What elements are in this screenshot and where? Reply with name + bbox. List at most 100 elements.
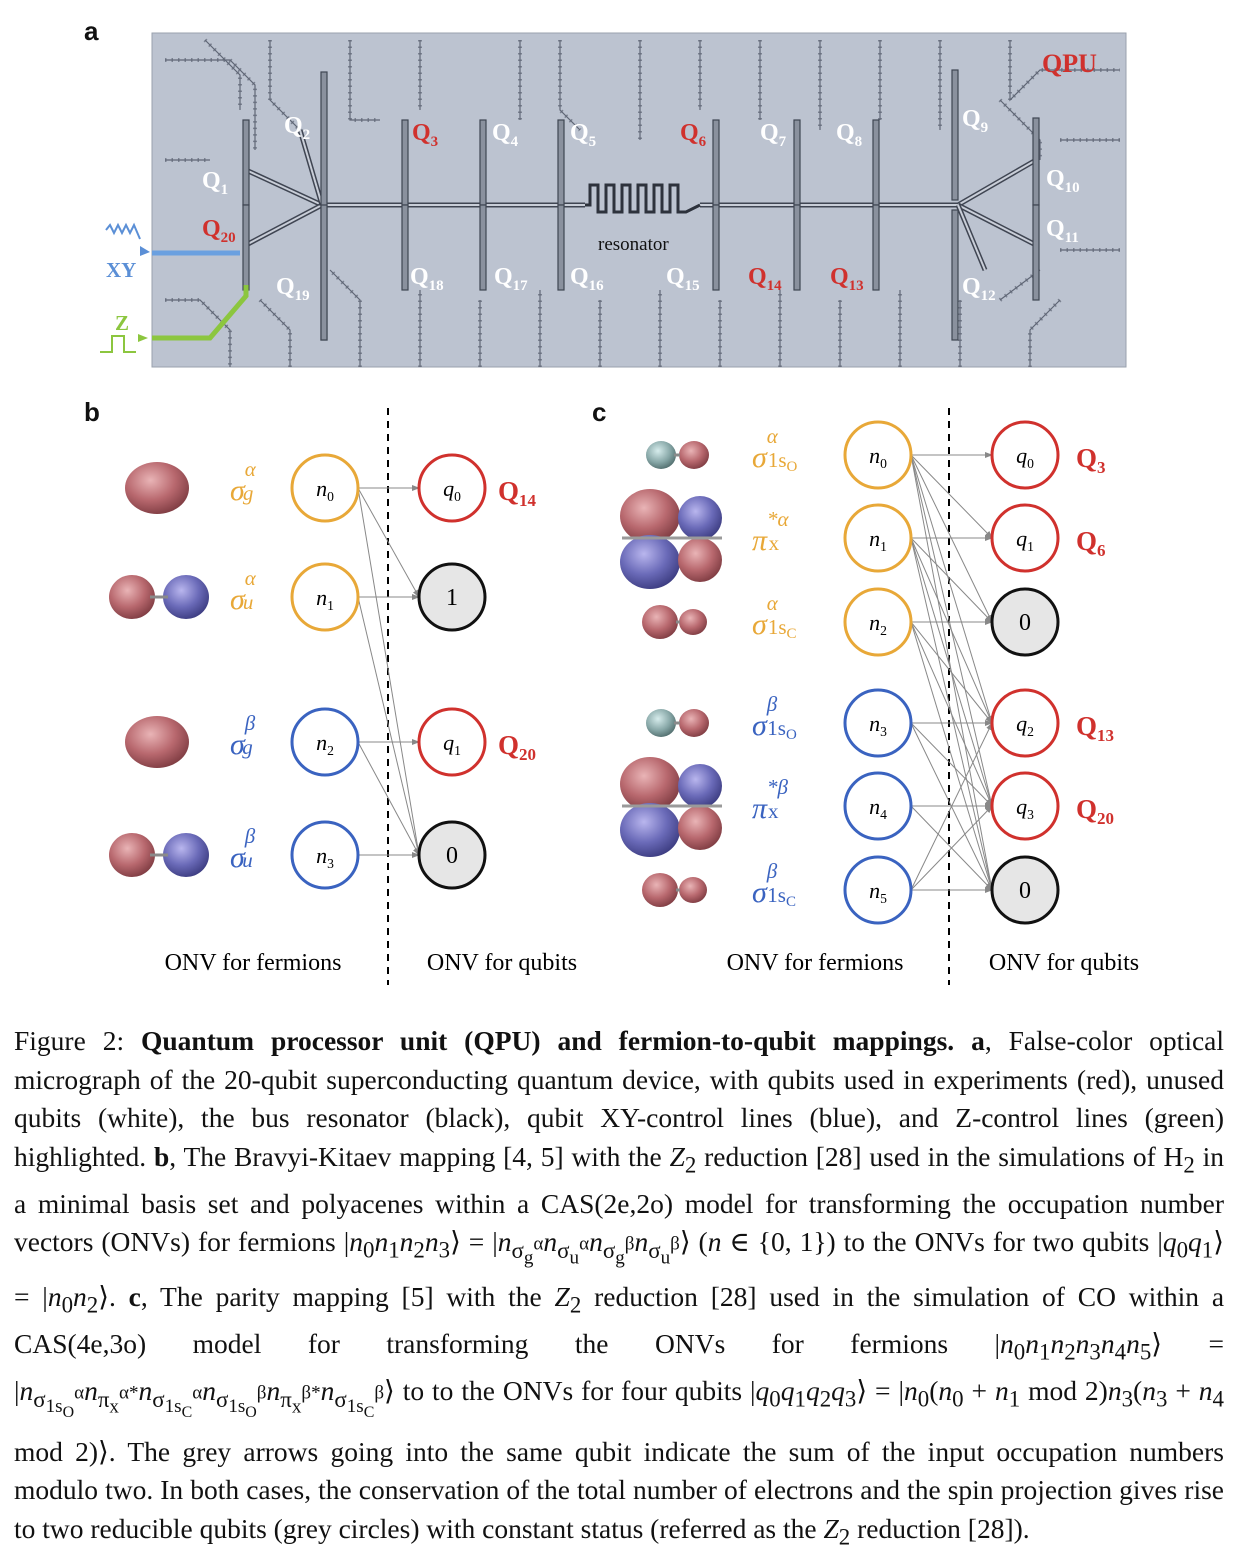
qubit-node-3 — [990, 688, 1060, 758]
chip-qubit-4: Q20 — [1076, 794, 1114, 828]
qubit-label-q19: Q19 — [276, 274, 310, 304]
reduced-qubit-label-5: 0 — [1019, 878, 1031, 904]
qubit-label-q13: Q13 — [830, 264, 864, 294]
qubit-label-3: q2 — [1016, 711, 1034, 739]
z-pulse-icon — [100, 335, 136, 353]
qubit-label-q20: Q20 — [202, 216, 236, 246]
chip-qubit-2: Q20 — [498, 730, 536, 764]
reduced-qubit-node-1 — [417, 562, 487, 632]
fermion-label-3: n3 — [316, 843, 334, 871]
fermion-node-2 — [290, 707, 360, 777]
caption-text-a: , False-color optical micrograph of the … — [14, 1025, 1225, 1172]
reduced-qubit-node-2 — [990, 587, 1060, 657]
qubit-label-q1: Q1 — [202, 168, 228, 198]
qubit-label-q14: Q14 — [748, 264, 782, 294]
caption-text-c1: , The parity mapping [5] with the — [140, 1281, 542, 1313]
z-control-line — [152, 285, 249, 341]
chip-qubit-3: Q13 — [1076, 711, 1114, 745]
fermion-label-2: n2 — [869, 610, 887, 638]
reduced-qubit-node-5 — [990, 855, 1060, 925]
fermion-node-1 — [843, 503, 913, 573]
qubit-label-q18: Q18 — [410, 264, 444, 294]
qubit-bars — [242, 69, 1040, 341]
qubit-label-q3: Q3 — [412, 120, 438, 150]
chip-qubit-1: Q6 — [1076, 526, 1106, 560]
fermion-nodes-c: n0n1n2n3n4n5 — [843, 420, 913, 925]
xy-arrow-icon — [140, 246, 150, 256]
qubit-label-q6: Q6 — [680, 120, 707, 150]
caption-text-b1: , The Bravyi-Kitaev mapping [4, 5] with … — [169, 1140, 662, 1172]
fermion-label-4: n4 — [869, 794, 887, 822]
qubit-label-q11: Q11 — [1046, 216, 1079, 246]
caption-text-b2: reduction [28] used in the simulations o… — [704, 1140, 1184, 1172]
qubit-label-2: q1 — [443, 730, 461, 758]
qubit-label-q9: Q9 — [962, 106, 988, 136]
qpu-label: QPU — [1042, 49, 1097, 78]
fermion-node-4 — [843, 771, 913, 841]
caption-text-c4: . The grey arrows going into the same qu… — [14, 1435, 1224, 1544]
z-arrow-icon — [138, 334, 148, 342]
caption-text-b3: in a minimal basis set and polyacenes wi… — [14, 1140, 1225, 1258]
fermion-label-0: n0 — [869, 443, 887, 471]
fermion-node-2 — [843, 587, 913, 657]
qubit-label-0: q0 — [443, 476, 461, 504]
reduced-qubit-label-2: 0 — [1019, 610, 1031, 636]
fermion-label-1: n1 — [316, 585, 334, 613]
mapping-arrows-c — [910, 452, 994, 893]
caption-tag-b: b — [153, 1140, 170, 1172]
fermion-node-1 — [290, 562, 360, 632]
caption-figure-label: Figure 2: — [14, 1025, 125, 1056]
caption-title: Quantum processor unit (QPU) and fermion… — [141, 1025, 955, 1056]
panel-label-c: c — [592, 397, 607, 427]
fermion-node-0 — [290, 453, 360, 523]
qubit-label-1: q1 — [1016, 526, 1034, 554]
qubit-node-0 — [990, 420, 1060, 490]
xy-label: XY — [106, 258, 136, 282]
fermion-label-5: n5 — [869, 878, 887, 906]
chip-wiring — [165, 38, 1120, 367]
caption-tag-a: a — [971, 1025, 985, 1056]
qubit-node-1 — [990, 503, 1060, 573]
fermion-node-3 — [290, 820, 360, 890]
qubit-node-4 — [990, 771, 1060, 841]
fermion-nodes-b: n0 n1 n2 n3 — [290, 453, 360, 890]
qubit-label-q2: Q2 — [284, 113, 310, 143]
fermion-label-0: n0 — [316, 476, 334, 504]
chip-qubit-0: Q3 — [1076, 443, 1106, 477]
reduced-qubit-node-3 — [417, 820, 487, 890]
footer-fermions-c: ONV for fermions — [727, 950, 904, 976]
fermion-node-0 — [843, 420, 913, 490]
caption-text-b4: to the ONVs for two qubits — [843, 1226, 1150, 1258]
fermion-label-2: n2 — [316, 730, 334, 758]
qubit-label-q16: Q16 — [570, 264, 604, 294]
resonator-label: resonator — [598, 234, 669, 255]
qubit-label-q12: Q12 — [962, 274, 996, 304]
reduced-qubit-label-1: 1 — [446, 585, 458, 611]
qubit-label-q10: Q10 — [1046, 166, 1080, 196]
fermion-node-5 — [843, 855, 913, 925]
footer-fermions-b: ONV for fermions — [165, 950, 342, 976]
panel-label-a: a — [84, 16, 99, 46]
